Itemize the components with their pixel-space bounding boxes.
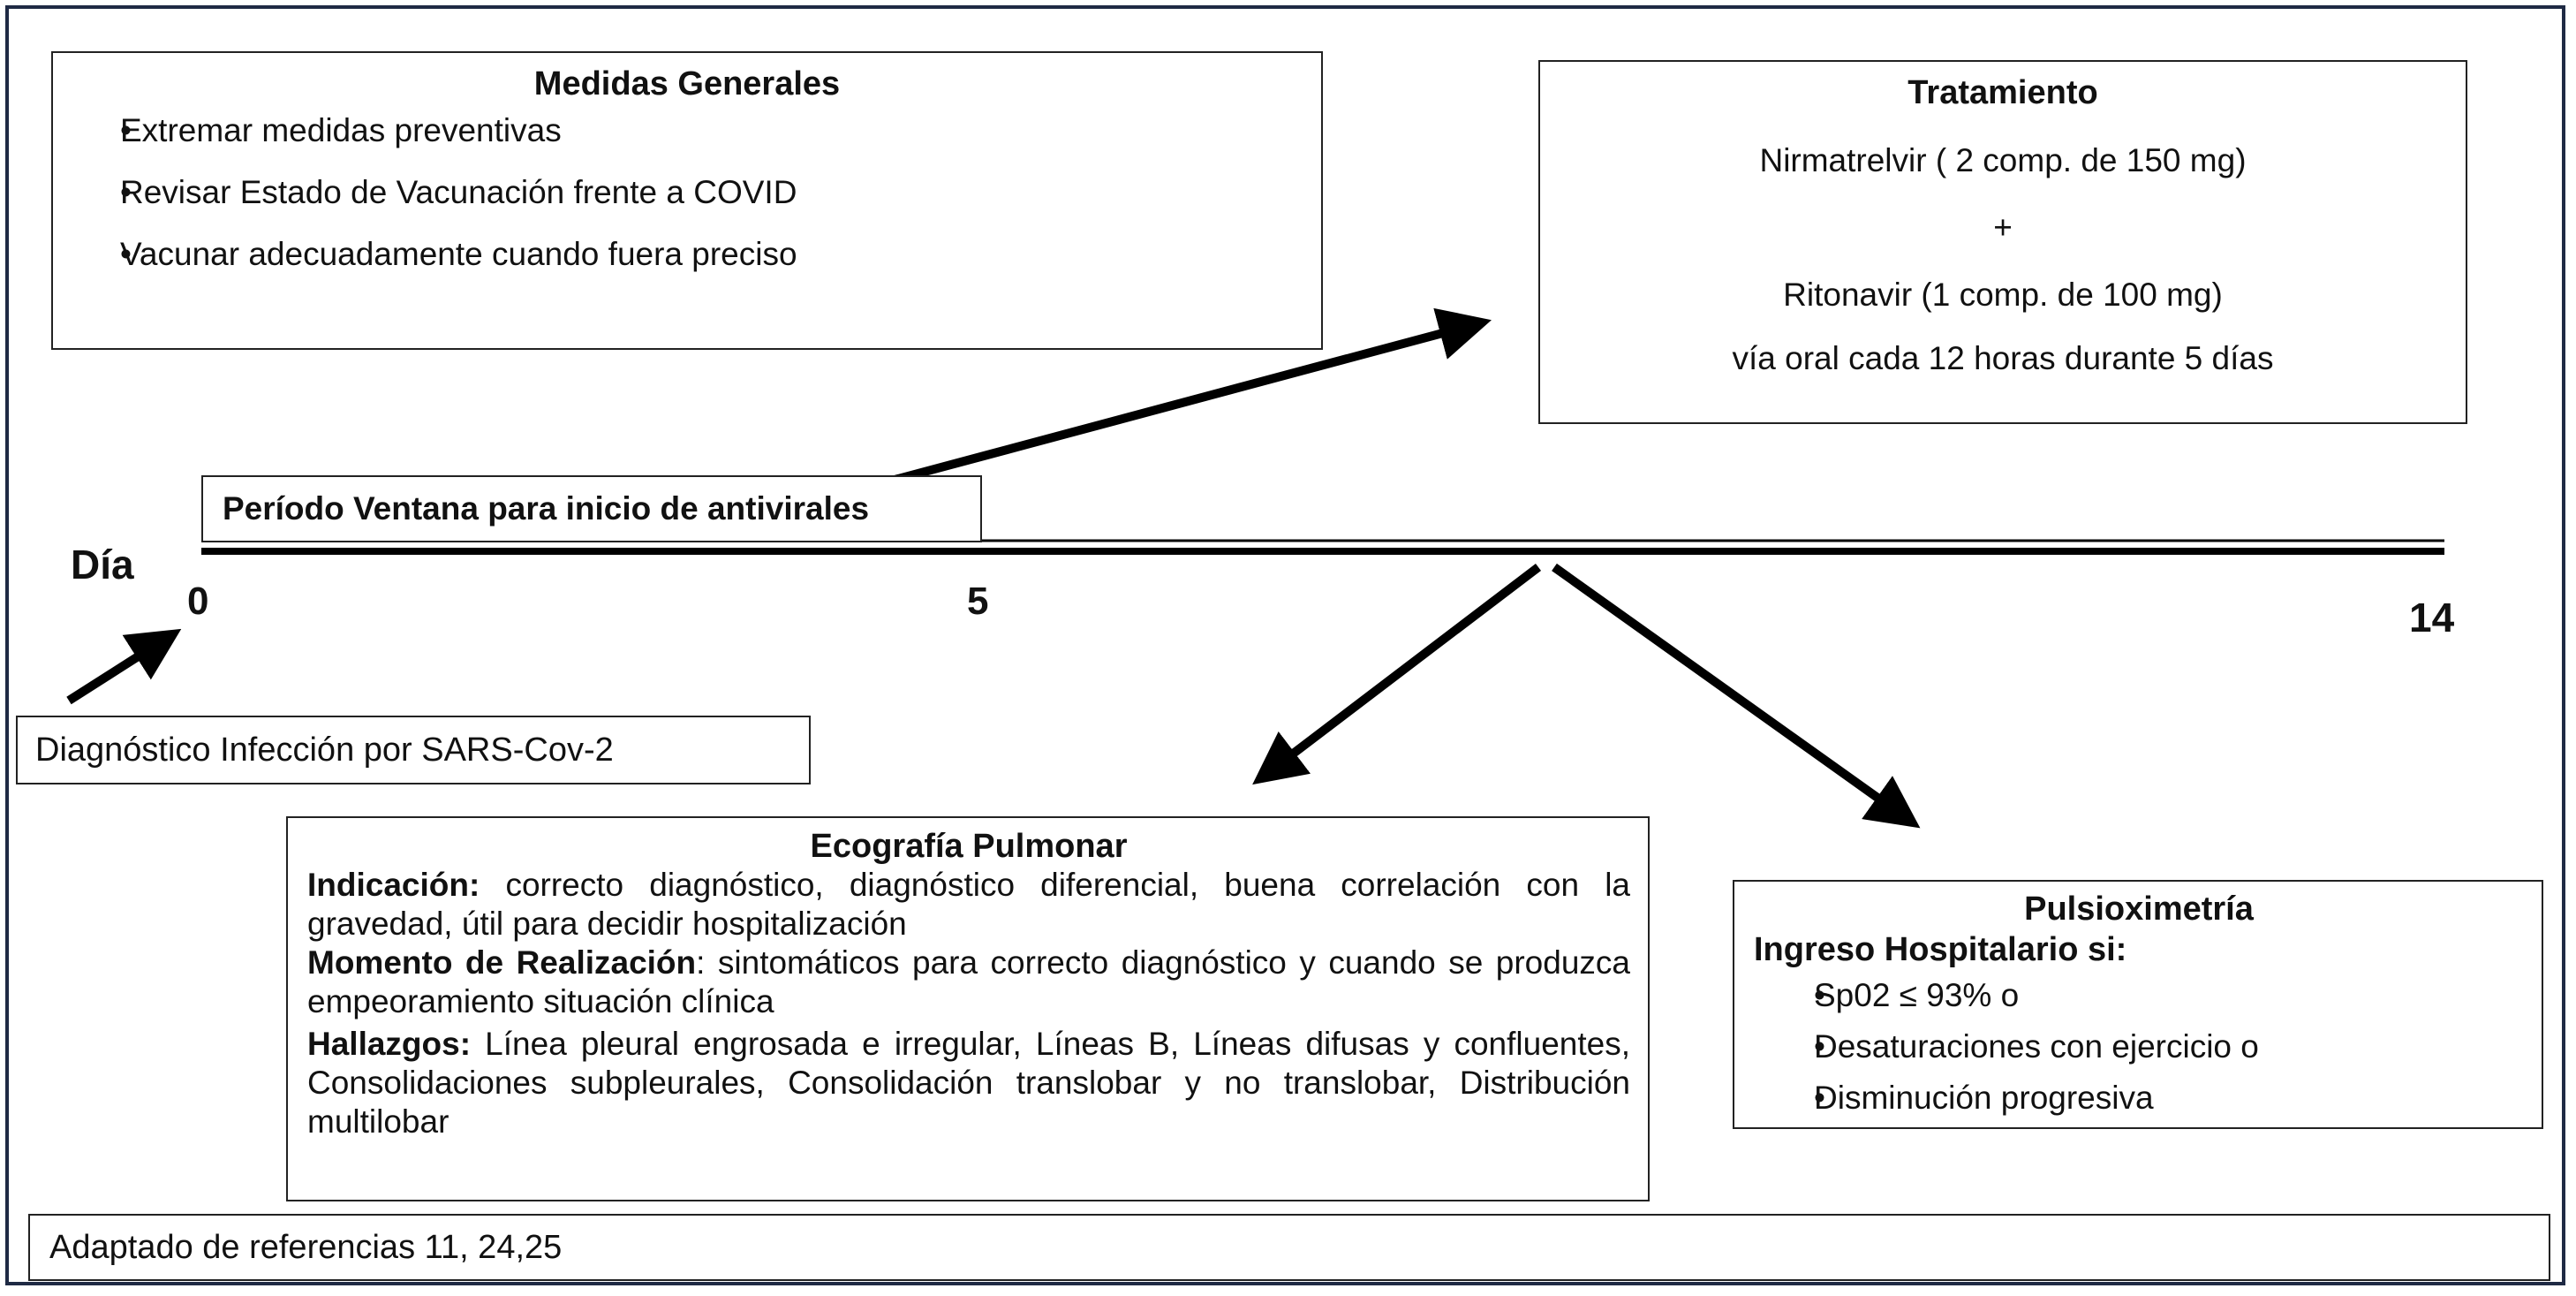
tratamiento-title: Tratamiento [1907,74,2098,111]
medidas-generales-box: Medidas Generales Extremar medidas preve… [51,51,1323,350]
periodo-ventana-label: Período Ventana para inicio de antiviral… [223,490,870,527]
medidas-item: Vacunar adecuadamente cuando fuera preci… [71,236,1303,273]
ecografia-indicacion-text: correcto diagnóstico, diagnóstico difere… [307,867,1630,942]
ecografia-hallazgos: Hallazgos: Línea pleural engrosada e irr… [307,1025,1630,1141]
pulsioximetria-title: Pulsioximetría [2024,891,2254,928]
tratamiento-posologia: vía oral cada 12 horas durante 5 días [1732,340,2274,376]
ecografia-momento: Momento de Realización: sintomáticos par… [307,944,1630,1021]
timeline-tick-0: 0 [187,580,209,623]
tratamiento-box: Tratamiento Nirmatrelvir ( 2 comp. de 15… [1538,60,2467,424]
pulsioximetria-list: Sp02 ≤ 93% o Desaturaciones con ejercici… [1754,970,2524,1124]
medidas-item: Revisar Estado de Vacunación frente a CO… [71,174,1303,211]
referencias-label: Adaptado de referencias 11, 24,25 [49,1229,563,1266]
arrow-diagnostico-to-day0 [66,628,182,705]
diagnostico-box: Diagnóstico Infección por SARS-Cov-2 [16,716,811,784]
ecografia-indicacion-label: Indicación: [307,867,480,903]
pulsioximetria-item: Disminución progresiva [1754,1072,2524,1124]
diagnostico-label: Diagnóstico Infección por SARS-Cov-2 [35,731,614,769]
ecografia-momento-label: Momento de Realización [307,944,697,981]
pulsioximetria-item: Desaturaciones con ejercicio o [1754,1021,2524,1072]
arrow-to-ecografia [1252,564,1542,785]
figure-frame [5,5,2565,1285]
ecografia-pulmonar-box: Ecografía Pulmonar Indicación: correcto … [286,816,1650,1201]
tratamiento-ritonavir: Ritonavir (1 comp. de 100 mg) [1783,277,2223,313]
medidas-generales-list: Extremar medidas preventivas Revisar Est… [71,112,1303,273]
tratamiento-nirmatrelvir: Nirmatrelvir ( 2 comp. de 150 mg) [1759,142,2247,178]
periodo-ventana-box: Período Ventana para inicio de antiviral… [201,475,982,542]
arrow-to-pulsioximetria [1552,563,1921,829]
medidas-generales-title: Medidas Generales [533,65,841,102]
pulsioximetria-box: Pulsioximetría Ingreso Hospitalario si: … [1733,880,2543,1129]
ecografia-hallazgos-label: Hallazgos: [307,1026,472,1062]
timeline-axis-label: Día [71,542,134,587]
referencias-box: Adaptado de referencias 11, 24,25 [28,1214,2550,1281]
ecografia-indicacion: Indicación: correcto diagnóstico, diagnó… [307,866,1630,944]
ecografia-title: Ecografía Pulmonar [810,828,1128,865]
pulsioximetria-subtitle: Ingreso Hospitalario si: [1754,931,2127,968]
ecografia-momento-text: : sintomáticos para correcto diagnóstico… [307,944,1630,1019]
arrow-to-tratamiento [883,307,1492,487]
medidas-item: Extremar medidas preventivas [71,112,1303,149]
timeline-tick-14: 14 [2409,595,2455,640]
pulsioximetria-item: Sp02 ≤ 93% o [1754,970,2524,1021]
tratamiento-plus: + [1993,209,2013,246]
timeline-tick-5: 5 [967,580,989,623]
ecografia-hallazgos-text: Línea pleural engrosada e irregular, Lín… [307,1026,1630,1140]
